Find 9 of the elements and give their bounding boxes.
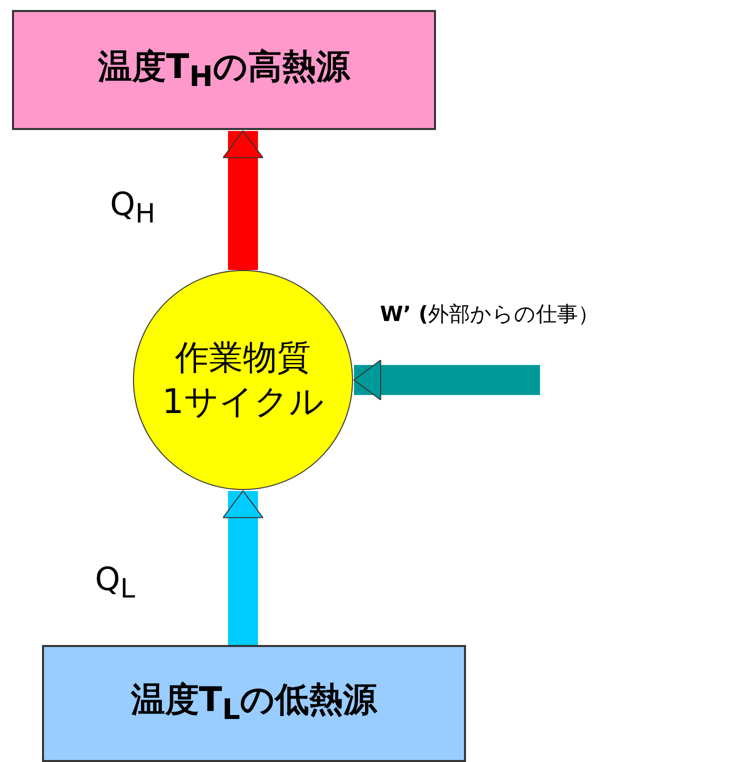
heat-source-box <box>42 645 466 762</box>
node-text: 温度T$_{L}$の低熱源 <box>130 679 378 728</box>
block-arrow <box>222 490 264 645</box>
block-arrow <box>222 130 264 270</box>
node-text: 1サイクル <box>162 381 324 424</box>
node-text: 温度T$_{H}$の高熱源 <box>98 46 350 94</box>
block-arrow <box>354 360 540 400</box>
heat-source-box <box>12 10 436 130</box>
node-text: 作業物質 <box>175 336 311 380</box>
